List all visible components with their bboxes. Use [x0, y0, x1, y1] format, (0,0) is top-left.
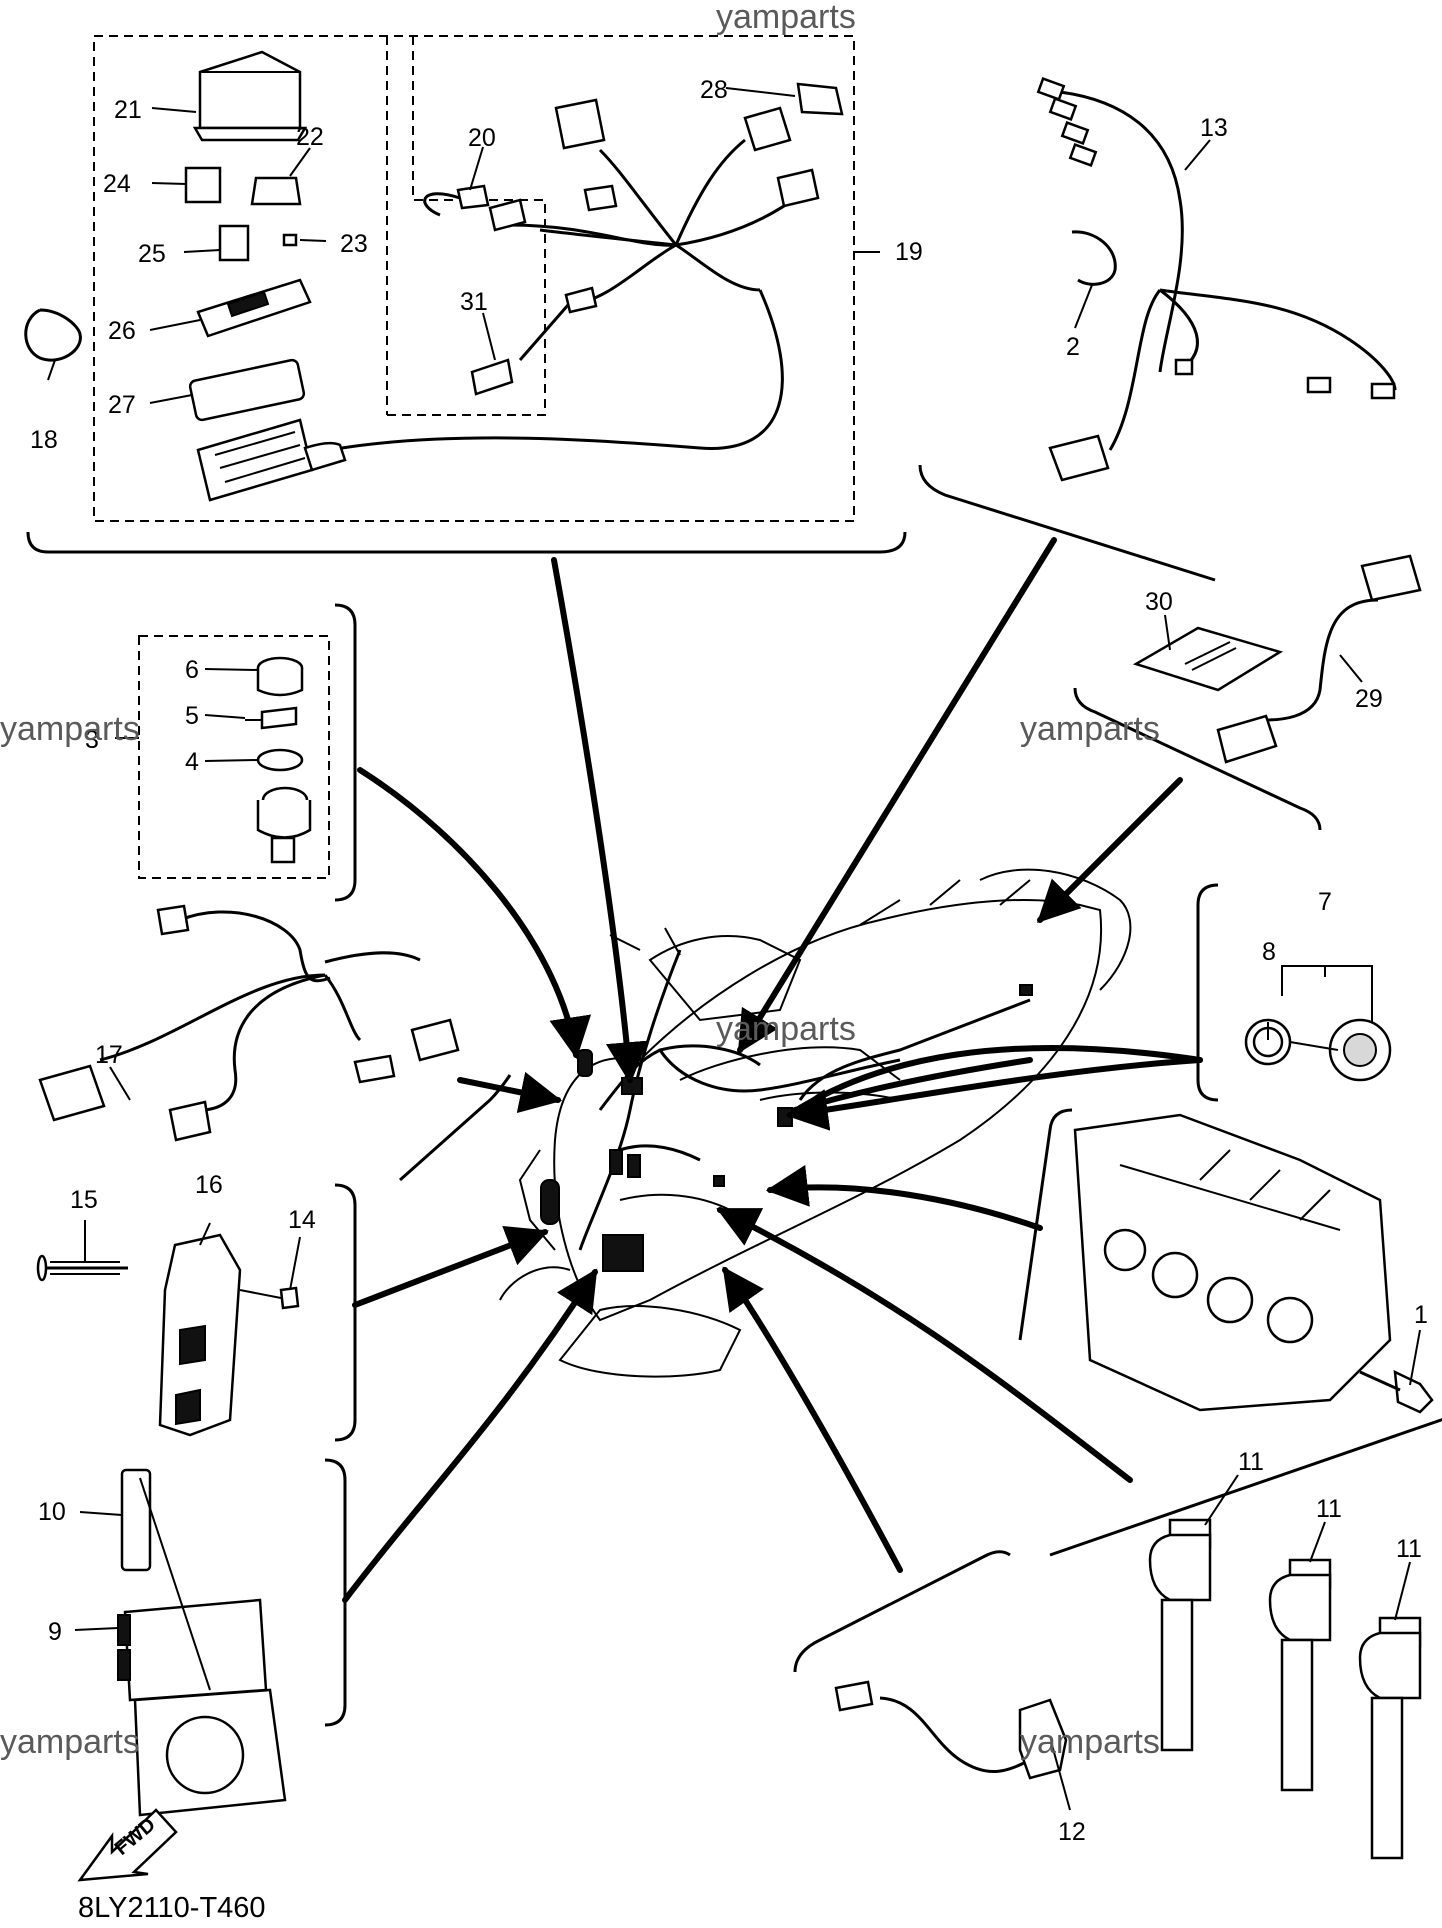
callout-10: 10 — [38, 1498, 66, 1526]
callout-21: 21 — [114, 96, 142, 124]
callout-2: 2 — [1066, 333, 1080, 361]
fuse-chart-26 — [196, 278, 312, 338]
ignition-coil — [1148, 1518, 1212, 1752]
callout-24: 24 — [103, 170, 131, 198]
callout-22: 22 — [296, 123, 324, 151]
callout-31: 31 — [460, 288, 488, 316]
main-switch-group — [138, 603, 357, 902]
callout-28: 28 — [700, 76, 728, 104]
callout-15: 15 — [70, 1186, 98, 1214]
callout-12: 12 — [1058, 1818, 1086, 1846]
callout-11: 11 — [1396, 1535, 1422, 1563]
ignition-coil-group — [1049, 1418, 1442, 1860]
label-30 — [1132, 626, 1284, 692]
sensor-group-29-30 — [1073, 554, 1422, 831]
callout-26: 26 — [108, 317, 136, 345]
callout-7: 7 — [1318, 888, 1332, 916]
callout-numbers: 21 22 24 23 25 26 27 18 20 28 19 31 13 2… — [30, 76, 1428, 1846]
callout-25: 25 — [138, 240, 166, 268]
callout-17: 17 — [95, 1041, 123, 1069]
watermark: yamparts — [1020, 710, 1160, 748]
ecu-group — [117, 1458, 347, 1817]
fuse-23 — [282, 233, 298, 247]
callout-1: 1 — [1414, 1301, 1428, 1329]
callout-8: 8 — [1262, 938, 1276, 966]
watermark: yamparts — [716, 0, 856, 36]
callout-30: 30 — [1145, 588, 1173, 616]
fuse-box-group — [26, 35, 907, 554]
watermark: yamparts — [0, 1723, 140, 1761]
callout-11: 11 — [1238, 1448, 1264, 1476]
ignition-coil — [1358, 1616, 1422, 1860]
sub-lead-19 — [423, 82, 844, 396]
callout-4: 4 — [185, 748, 199, 776]
watermark: yamparts — [716, 1010, 856, 1048]
diagram-code: 8LY2110-T460 — [78, 1892, 266, 1924]
callout-5: 5 — [185, 702, 199, 730]
callout-9: 9 — [48, 1618, 62, 1646]
callout-13: 13 — [1200, 114, 1228, 142]
callout-19: 19 — [895, 238, 923, 266]
relay-24 — [184, 166, 222, 204]
cover-27 — [188, 358, 306, 422]
callout-11: 11 — [1316, 1495, 1342, 1523]
wire-harness-13 — [1036, 77, 1397, 482]
callout-20: 20 — [468, 124, 496, 152]
ignition-coil — [1268, 1558, 1332, 1792]
watermark: yamparts — [0, 710, 140, 748]
watermarks: yamparts yamparts yamparts yamparts yamp… — [0, 0, 1160, 1761]
watermark: yamparts — [1020, 1723, 1160, 1761]
callout-6: 6 — [185, 656, 199, 684]
band-18 — [24, 308, 82, 362]
fuse-box — [192, 50, 308, 142]
cap-group-7 — [1196, 883, 1392, 1102]
callout-16: 16 — [195, 1171, 223, 1199]
callout-23: 23 — [340, 230, 368, 258]
callout-3: 3 — [85, 726, 99, 754]
callout-14: 14 — [288, 1206, 316, 1234]
fuse-22 — [250, 176, 302, 206]
ecu-bracket-group — [36, 1183, 357, 1442]
relay-25 — [218, 224, 250, 262]
sensor-group-12 — [793, 1550, 1071, 1811]
motorcycle-body — [499, 868, 1132, 1378]
terminal-block — [196, 418, 347, 502]
band-2 — [1071, 230, 1117, 286]
leader-lines — [342, 537, 1203, 1603]
fwd-arrow: FWD — [77, 1808, 178, 1882]
callout-18: 18 — [30, 426, 58, 454]
engine-group — [1018, 1108, 1434, 1414]
callout-29: 29 — [1355, 685, 1383, 713]
callout-27: 27 — [108, 391, 136, 419]
callout-leaders — [47, 87, 1421, 1631]
